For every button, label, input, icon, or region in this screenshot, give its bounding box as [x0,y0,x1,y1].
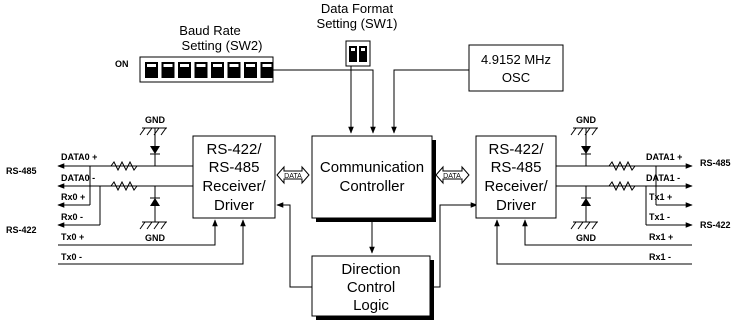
sw1-title-line1: Data Format [321,1,394,16]
right-tx-minus: Tx1 - [649,212,670,222]
left-rs422: RS-422 [6,225,37,235]
left-data-minus: DATA0 - [61,173,95,183]
dip-switch-slot [361,48,365,51]
dip-switch-slot [351,48,355,51]
osc-label: OSC [502,70,530,85]
direction-control-logic: Direction Control Logic [311,255,434,320]
right-driver-line1: RS-422/ [488,141,544,158]
right-rx-minus: Rx1 - [649,252,671,262]
left-rx-minus: Rx0 - [61,212,83,222]
dip-switch-slot [262,64,272,67]
communication-controller: Communication Controller [311,135,436,222]
sw1-switches [349,46,367,62]
right-gnd-bottom: GND [576,233,597,243]
left-driver-line4: Driver [214,197,254,214]
dip-switch-slot [147,64,156,67]
dip-switch-slot [163,64,173,67]
dip-switch-slot [246,64,255,67]
right-data-plus: DATA1 + [646,152,682,162]
direction-line3: Logic [353,297,389,314]
right-transceiver: RS-422/ RS-485 Receiver/ Driver [475,135,557,219]
left-wiring: GND DATA0 + DATA0 - RS-485 Rx0 + Rx0 - R… [6,115,246,265]
right-data-bus: DATA [435,165,470,185]
right-data-minus: DATA1 - [646,173,680,183]
right-rx-plus: Rx1 + [649,232,673,242]
left-rx-plus: Rx0 + [61,192,85,202]
right-gnd-top: GND [576,115,597,125]
sw2-switches [145,62,274,78]
dip-switch-slot [213,64,222,67]
right-driver-line3: Receiver/ [484,178,548,195]
left-gnd-bottom: GND [145,233,166,243]
sw2-title-line1: Baud Rate [179,23,240,38]
right-tx-plus: Tx1 + [649,192,672,202]
left-transceiver: RS-422/ RS-485 Receiver/ Driver [192,135,276,219]
right-rs485: RS-485 [700,158,731,168]
left-data-plus: DATA0 + [61,152,97,162]
control-connections [273,66,469,134]
left-gnd-top: GND [145,115,166,125]
oscillator-block: 4.9152 MHz OSC [468,44,564,92]
right-driver-line4: Driver [496,197,536,214]
sw1-title-line2: Setting (SW1) [317,16,398,31]
left-driver-line2: RS-485 [209,159,260,176]
dip-switch-slot [180,64,189,67]
right-driver-line2: RS-485 [491,159,542,176]
dip-switch-slot [196,64,206,67]
sw2-title-line2: Setting (SW2) [182,38,263,53]
left-rs485: RS-485 [6,166,37,176]
direction-line2: Control [347,279,395,296]
right-rs422: RS-422 [700,220,731,230]
left-driver-line3: Receiver/ [202,178,266,195]
right-wiring: GND DATA1 + DATA1 - RS-485 Tx1 + Tx1 - R… [494,115,731,265]
dip-switch-toggle [349,46,357,62]
left-data-bus: DATA [276,165,310,185]
data-format-switch: Data Format Setting (SW1) [317,1,398,67]
controller-line1: Communication [320,159,424,176]
baud-rate-switch: Baud Rate Setting (SW2) ON [115,23,274,83]
left-tx-plus: Tx0 + [61,232,84,242]
left-bus-label: DATA [284,173,302,180]
dip-switch-toggle [359,46,367,62]
osc-freq: 4.9152 MHz [481,52,551,67]
left-driver-line1: RS-422/ [206,141,262,158]
sw2-on-label: ON [115,59,129,69]
left-tx-minus: Tx0 - [61,252,82,262]
direction-line1: Direction [341,261,400,278]
controller-line2: Controller [339,178,404,195]
right-bus-label: DATA [443,173,461,180]
dip-switch-slot [229,64,239,67]
